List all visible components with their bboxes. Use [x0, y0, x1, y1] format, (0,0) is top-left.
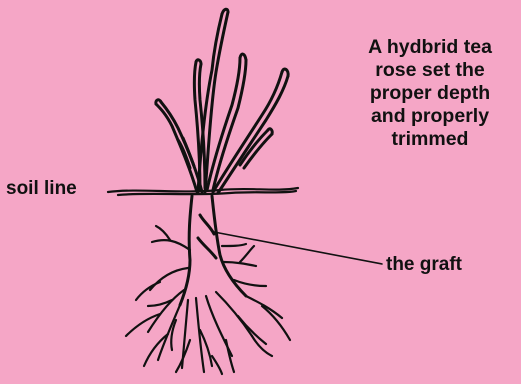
graft-label: the graft: [386, 254, 462, 276]
soil-line: [108, 188, 298, 195]
rose-canes: [156, 9, 288, 193]
graft-leader-line: [214, 232, 382, 264]
soil-line-label: soil line: [6, 178, 77, 200]
diagram-caption: A hydbrid tea rose set the proper depth …: [340, 36, 520, 151]
